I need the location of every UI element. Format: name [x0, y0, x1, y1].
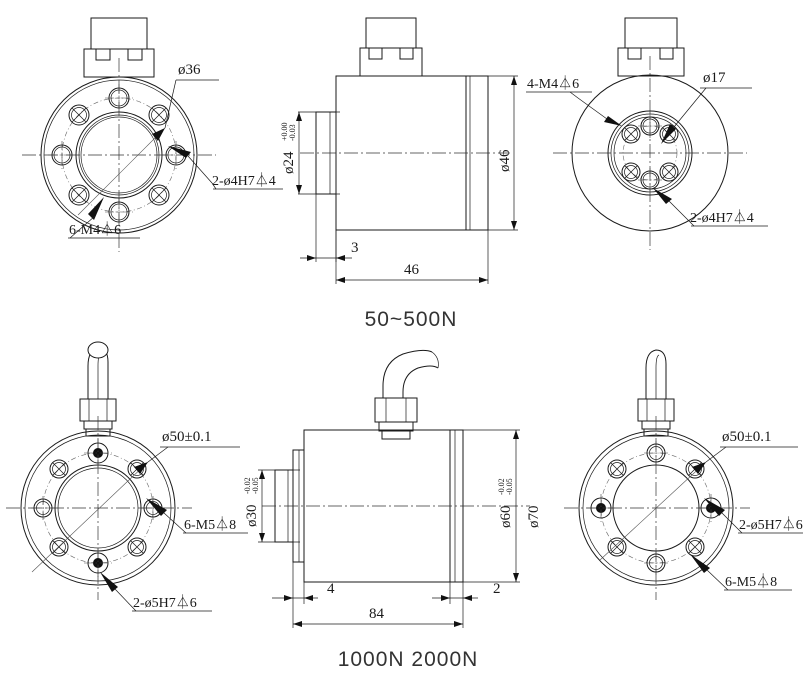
dim-body-diameter: [470, 75, 518, 231]
label-dowel-holes-bottom-right: 2-ø5H7⏃6: [739, 516, 803, 533]
label-threaded-holes-bottom-left: 6-M5⏃8: [184, 516, 236, 533]
label-bolt-circle-bottom-right: ø50±0.1: [722, 429, 771, 445]
label-boss-bottom-tol-upper: -0.02: [243, 477, 252, 494]
view-bottom-middle: ø30 -0.02 -0.05 ø60 -0.02 -0.05 ø70: [243, 349, 542, 628]
label-step-tol-lower: -0.05: [505, 478, 514, 495]
connector-block: [617, 17, 685, 77]
leader-dowel-holes-top-right: [653, 188, 768, 227]
label-right-step-length: 2: [493, 581, 501, 597]
view-top-middle: ø24 +0.00 -0.03 ø46 3: [280, 17, 518, 284]
label-body-diameter: ø46: [497, 149, 513, 172]
leader-threaded-holes-top-right: [526, 91, 622, 126]
label-boss-diameter: ø24: [281, 151, 297, 174]
dowel-hole: [84, 439, 112, 577]
label-body-length-bottom: 84: [369, 606, 385, 622]
label-bolt-circle-bottom-left: ø50±0.1: [162, 429, 211, 445]
leader-bolt-circle-bottom-left: [31, 446, 240, 573]
view-top-left: ø36 2-ø4H7⏃4 6-M4⏃6: [22, 17, 283, 252]
caption-bottom-group: 1000N 2000N: [338, 648, 479, 671]
dim-body-length-bottom: [292, 604, 464, 628]
label-boss-tol-upper: +0.00: [280, 122, 289, 141]
label-threaded-holes-top-right: 4-M4⏃6: [527, 75, 579, 92]
leader-dowel-holes-bottom-right: [704, 498, 803, 534]
caption-top-group: 50~500N: [365, 308, 458, 331]
view-top-right: 4-M4⏃6 ø17 2-ø4H7⏃4: [526, 17, 768, 250]
connector-block: [359, 17, 423, 77]
dim-body-length: [335, 230, 489, 284]
leader-diameter-17: [661, 87, 752, 144]
dim-boss-diameter: [296, 111, 340, 195]
label-threaded-holes-bottom-right: 6-M5⏃8: [725, 573, 777, 590]
label-step-tol-upper: -0.02: [497, 478, 506, 495]
cable-gland: [374, 349, 439, 440]
label-boss-length: 3: [351, 240, 359, 256]
dim-boss-diameter-bottom: [258, 469, 300, 543]
dim-boss-length: [300, 194, 352, 262]
leader-threaded-holes-top-left: [68, 197, 140, 239]
label-threaded-holes-top-left: 6-M4⏃6: [69, 221, 121, 238]
label-body-diameter-bottom: ø70: [526, 506, 542, 529]
label-boss-diameter-bottom: ø30: [244, 505, 260, 528]
label-step-diameter: ø60: [498, 506, 514, 529]
leader-threaded-holes-bottom-right: [690, 554, 792, 591]
label-dowel-holes-top-left: 2-ø4H7⏃4: [212, 172, 276, 189]
through-hole: [644, 441, 668, 575]
leader-dowel-holes-top-left: [168, 146, 283, 190]
label-body-length: 46: [404, 262, 420, 278]
label-diameter-17: ø17: [703, 70, 726, 86]
label-left-step-length: 4: [327, 581, 335, 597]
threaded-hole: [607, 459, 705, 557]
dim-step-diameter: [455, 429, 520, 583]
dim-right-step-length: [432, 582, 478, 604]
label-dowel-holes-bottom-left: 2-ø5H7⏃6: [133, 594, 197, 611]
dowel-hole: [587, 494, 725, 522]
threaded-hole: [49, 459, 147, 557]
label-boss-tol-lower: -0.03: [288, 124, 297, 141]
dowel-hole: [638, 114, 662, 192]
view-bottom-right: ø50±0.1 2-ø5H7⏃6 6-M5⏃8: [564, 349, 803, 600]
leader-diameter-36: [77, 79, 219, 216]
view-bottom-left: ø50±0.1 6-M5⏃8 2-ø5H7⏃6: [6, 341, 248, 612]
label-boss-bottom-tol-lower: -0.05: [251, 477, 260, 494]
threaded-hole: [68, 104, 170, 206]
leader-bolt-circle-bottom-right: [599, 446, 798, 561]
label-dowel-holes-top-right: 2-ø4H7⏃4: [690, 209, 754, 226]
leader-dowel-holes-bottom-left: [100, 572, 212, 612]
connector-block: [83, 17, 155, 78]
leader-threaded-holes-bottom-left: [146, 498, 248, 534]
label-diameter-36: ø36: [178, 62, 201, 78]
dim-left-step-length: [272, 562, 318, 604]
